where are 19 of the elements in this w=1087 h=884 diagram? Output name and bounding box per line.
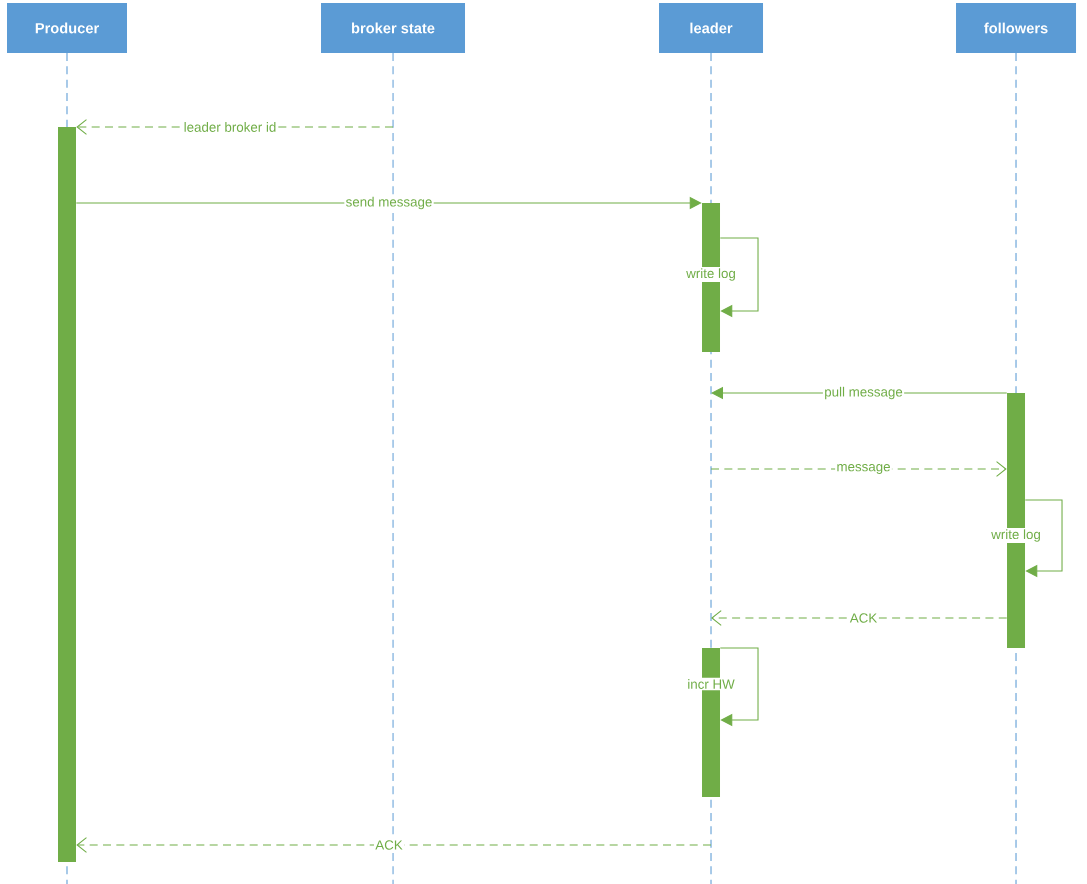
edge-label: send message: [344, 195, 434, 211]
edge-label: ACK: [848, 611, 879, 625]
self-loop-arrow: [719, 237, 759, 318]
edge-label: incr HW: [686, 677, 737, 691]
arrow: [76, 837, 712, 853]
lifeline-header: followers: [956, 3, 1076, 53]
arrow: [711, 610, 1008, 626]
lifeline-header: Producer: [7, 3, 127, 53]
self-loop-arrow: [1024, 499, 1063, 578]
edge-label: leader broker id: [182, 120, 278, 134]
edge-label: ACK: [373, 838, 405, 852]
lifeline-header: leader: [659, 3, 763, 53]
activation-bar: [58, 127, 76, 862]
self-loop-arrow: [719, 647, 759, 727]
edge-label: message: [835, 462, 892, 476]
edge-label: write log: [684, 266, 738, 283]
edge-label: pull message: [822, 385, 905, 401]
edge-label: write log: [989, 527, 1043, 544]
lifeline-header: broker state: [321, 3, 465, 53]
